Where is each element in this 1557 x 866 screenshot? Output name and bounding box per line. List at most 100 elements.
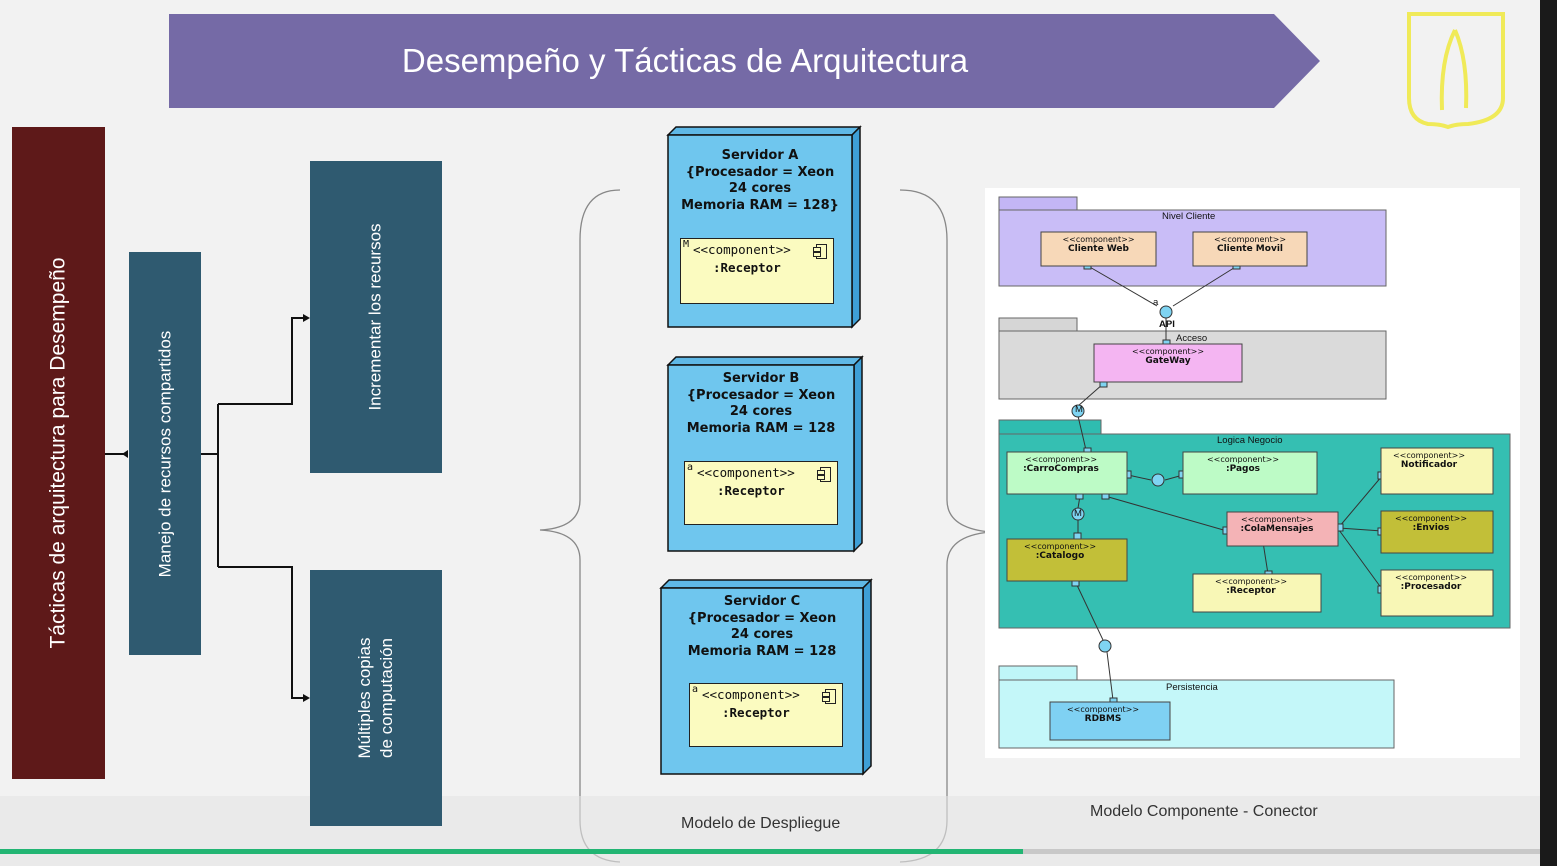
component-name: :Pagos: [1225, 464, 1260, 474]
multiple-copies-box: Múltiples copias de computación: [310, 570, 442, 826]
server-c-line: 24 cores: [730, 627, 794, 642]
component-diagram: [998, 196, 1511, 749]
video-progress-track[interactable]: [0, 849, 1540, 854]
stereotype-label: <<component>>: [1066, 705, 1140, 714]
bottom-shade: [0, 796, 1557, 866]
server-a-line: Memoria RAM = 128}: [681, 197, 839, 213]
component-name: :CarroCompras: [1023, 464, 1099, 474]
right-edge: [1540, 0, 1557, 866]
package-persistencia-label: Persistencia: [1166, 682, 1218, 693]
stereotype-label: <<component>>: [1023, 542, 1097, 551]
component-name: :Procesador: [1400, 582, 1462, 592]
component-name: RDBMS: [1084, 714, 1122, 724]
marker-a: a: [687, 462, 694, 473]
component-notificador: <<component>> Notificador: [1381, 448, 1477, 494]
server-b-line: Servidor B: [722, 371, 800, 386]
component-name: :Receptor: [717, 483, 785, 498]
component-name: :Receptor: [713, 260, 781, 275]
marker-a-label: a: [1153, 297, 1159, 308]
right-brace: [899, 189, 991, 863]
component-envios: <<component>> :Envios: [1381, 511, 1481, 553]
stereotype-label: <<component>>: [697, 465, 795, 480]
multiple-copies-label: Múltiples copias de computación: [355, 637, 396, 759]
stereotype-label: <<component>>: [1392, 451, 1466, 460]
increase-resources-box: Incrementar los recursos: [310, 161, 442, 473]
resource-management-box: Manejo de recursos compartidos: [129, 252, 201, 655]
component-icon: [822, 689, 836, 704]
server-b-line: Memoria RAM = 128: [686, 420, 836, 436]
api-interface-label: API: [1159, 319, 1175, 330]
component-name: GateWay: [1145, 356, 1191, 366]
package-acceso-label: Acceso: [1176, 333, 1208, 344]
server-c-line: {Procesador = Xeon: [687, 610, 837, 626]
stereotype-label: <<component>>: [1394, 573, 1468, 582]
component-receptor: <<component>> :Receptor: [1193, 574, 1309, 612]
marker-a: a: [692, 684, 699, 695]
title-banner: [169, 14, 1320, 108]
package-cliente-label: Nivel Cliente: [1162, 211, 1216, 222]
server-a-line: Servidor A: [721, 148, 799, 163]
marker-m: M: [683, 239, 690, 250]
server-b-line: 24 cores: [729, 404, 793, 419]
left-brace: [539, 189, 621, 863]
component-name: :Receptor: [1226, 586, 1276, 596]
component-gateway: <<component>> GateWay: [1094, 344, 1242, 382]
page-title: Desempeño y Tácticas de Arquitectura: [401, 42, 969, 79]
stereotype-label: <<component>>: [1062, 235, 1135, 244]
component-cliente-web: <<component>> Cliente Web: [1041, 232, 1156, 266]
package-negocio-label: Logica Negocio: [1217, 435, 1283, 446]
university-logo: [1407, 12, 1505, 130]
server-c-line: Servidor C: [723, 594, 801, 609]
server-b-line: {Procesador = Xeon: [686, 387, 836, 403]
component-icon: [817, 467, 831, 482]
stereotype-label: <<component>>: [1394, 514, 1468, 523]
receptor-component-b: a <<component>> :Receptor: [684, 461, 838, 525]
arrow-head: [122, 450, 128, 458]
stereotype-label: <<component>>: [1214, 577, 1288, 586]
server-c-title: Servidor C {Procesador = Xeon 24 cores M…: [661, 594, 863, 660]
receptor-component-c: a <<component>> :Receptor: [689, 683, 843, 747]
arrow-head: [303, 694, 310, 702]
deployment-caption: Modelo de Despliegue: [681, 815, 841, 832]
stereotype-label: <<component>>: [702, 687, 800, 702]
component-name: Cliente Web: [1068, 244, 1129, 254]
component-pagos: <<component>> :Pagos: [1183, 452, 1303, 494]
server-b-title: Servidor B {Procesador = Xeon 24 cores M…: [668, 371, 854, 437]
arrow-head: [303, 314, 310, 322]
stereotype-label: <<component>>: [1131, 347, 1205, 356]
component-boxes: [1006, 231, 1494, 741]
component-cliente-movil: <<component>> Cliente Movil: [1193, 232, 1307, 266]
marker-m-label: M: [1075, 404, 1083, 415]
component-name: :Receptor: [722, 705, 790, 720]
component-name: Cliente Movil: [1216, 244, 1283, 254]
tree-connectors: [105, 317, 306, 699]
server-c-line: Memoria RAM = 128: [687, 643, 837, 659]
component-cola-mensajes: <<component>> :ColaMensajes: [1227, 512, 1327, 546]
tactics-root-box: Tácticas de arquitectura para Desempeño: [12, 127, 105, 779]
stereotype-label: <<component>>: [1024, 455, 1098, 464]
tactics-root-label: Tácticas de arquitectura para Desempeño: [46, 257, 70, 649]
resource-management-label: Manejo de recursos compartidos: [155, 330, 174, 577]
interface-ports: [1071, 305, 1173, 653]
component-procesador: <<component>> :Procesador: [1381, 570, 1481, 616]
stereotype-label: <<component>>: [1213, 235, 1287, 244]
component-carro-compras: <<component>> :CarroCompras: [1007, 452, 1115, 494]
stereotype-label: <<component>>: [693, 242, 791, 257]
increase-resources-label: Incrementar los recursos: [366, 223, 386, 411]
component-rdbms: <<component>> RDBMS: [1050, 702, 1156, 740]
stereotype-label: <<component>>: [1240, 515, 1314, 524]
component-icon: [813, 244, 827, 259]
component-name: :Catalogo: [1035, 551, 1085, 561]
component-model-caption: Modelo Componente - Conector: [1090, 803, 1318, 820]
marker-m-label: M: [1074, 508, 1082, 519]
component-name: Notificador: [1400, 460, 1458, 470]
component-name: :ColaMensajes: [1240, 524, 1314, 534]
server-a-title: Servidor A {Procesador = Xeon 24 cores M…: [668, 148, 852, 214]
component-catalogo: <<component>> :Catalogo: [1007, 539, 1113, 581]
receptor-component-a: M <<component>> :Receptor: [680, 238, 834, 304]
stereotype-label: <<component>>: [1206, 455, 1280, 464]
server-a-line: {Procesador = Xeon: [685, 164, 835, 180]
video-progress-fill: [0, 849, 1023, 854]
server-a-line: 24 cores: [728, 181, 792, 196]
component-name: :Envios: [1412, 523, 1450, 533]
